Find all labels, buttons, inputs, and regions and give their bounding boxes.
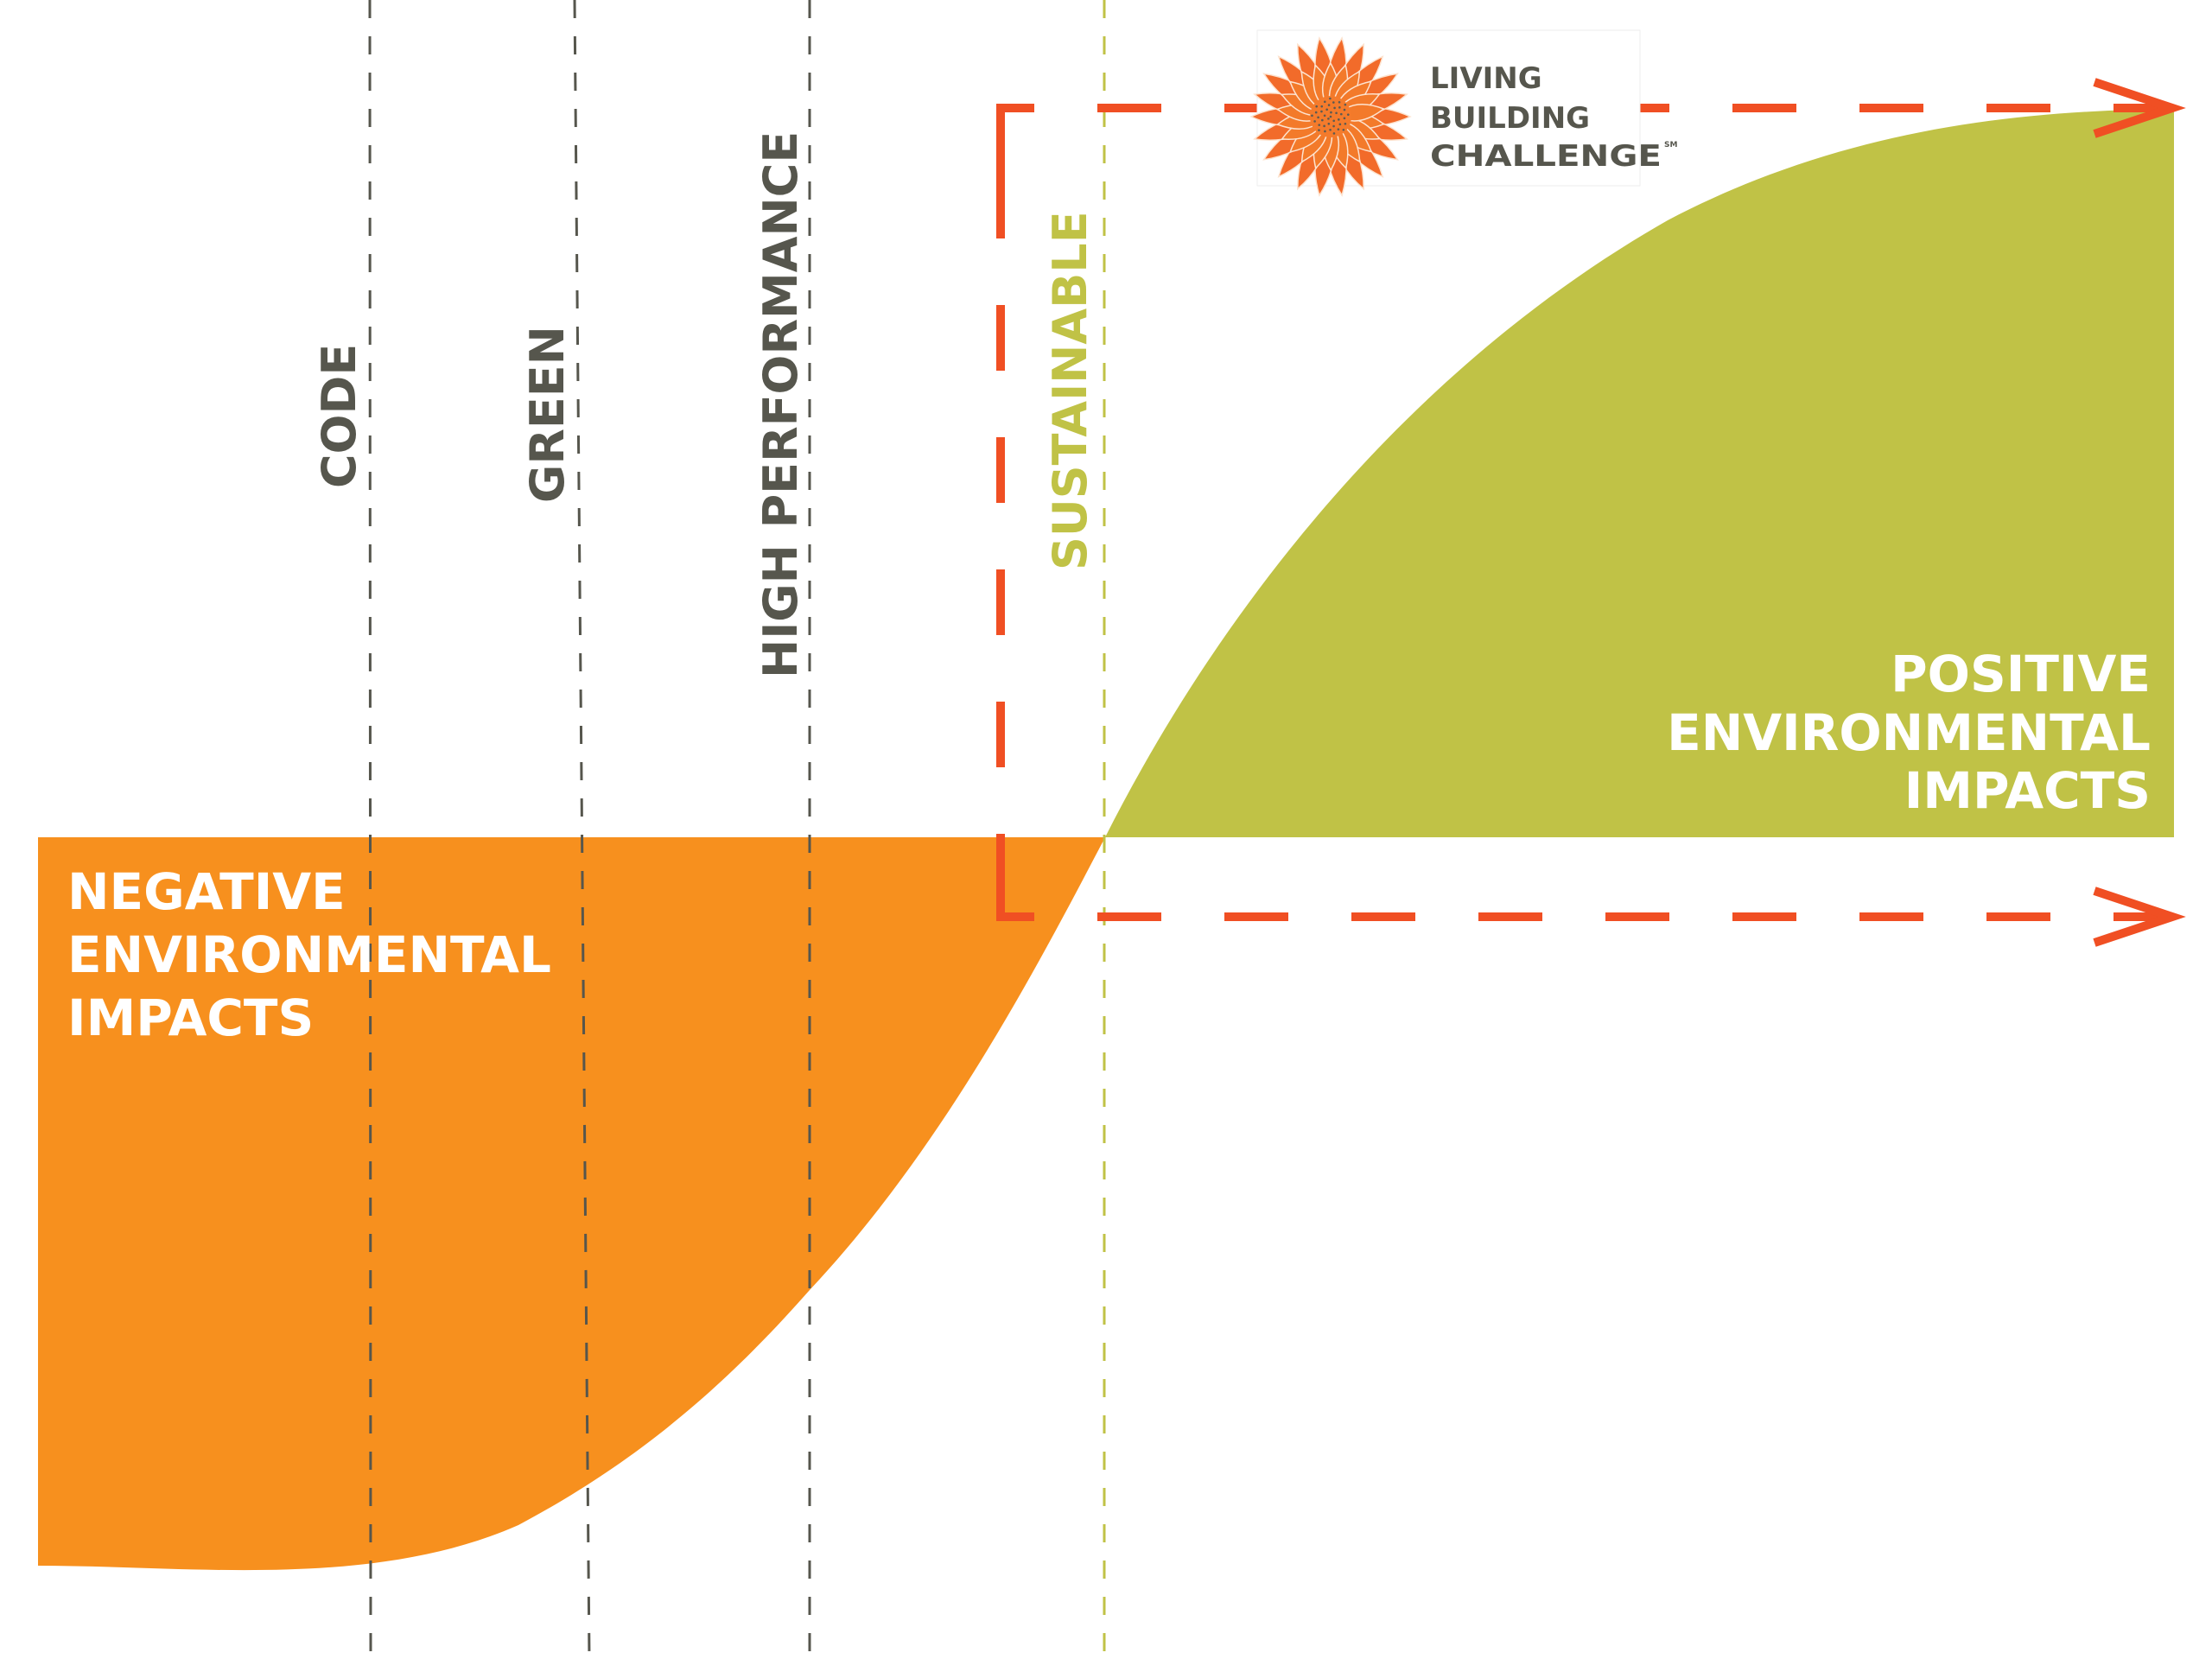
flower-seed [1327, 122, 1331, 125]
flower-seed [1323, 100, 1326, 104]
arrow-right-icon [2093, 78, 2186, 138]
negative-label-line-2: ENVIRONMENTAL [67, 925, 551, 984]
flower-seed [1332, 124, 1335, 128]
flower-seed [1327, 118, 1330, 120]
flower-seed [1335, 111, 1338, 115]
sustainable-label: SUSTAINABLE [1043, 211, 1097, 570]
flower-seed [1339, 112, 1343, 116]
flower-seed [1314, 111, 1318, 114]
positive-label-line-1: POSITIVE [1891, 645, 2151, 703]
flower-seed [1330, 111, 1332, 114]
logo-line-3: CHALLENGE [1430, 139, 1662, 174]
flower-seed [1315, 105, 1319, 108]
negative-label-line-1: NEGATIVE [67, 862, 346, 921]
flower-seed [1323, 114, 1326, 118]
arrow-right-icon [2093, 887, 2186, 947]
negative-impacts-label: NEGATIVE ENVIRONMENTAL IMPACTS [67, 862, 551, 1047]
flower-seed [1329, 115, 1332, 118]
green-label: GREEN [520, 326, 575, 503]
flower-seed [1343, 117, 1346, 120]
bracket-top-dashed-arrow-line [996, 104, 1034, 921]
logo-line-1: LIVING [1430, 61, 1542, 96]
negative-impacts-area [38, 837, 1105, 1571]
green-threshold-line [573, 0, 591, 1659]
flower-seed [1332, 132, 1336, 135]
high-performance-label: HIGH PERFORMANCE [753, 131, 808, 678]
flower-seed [1338, 123, 1342, 126]
flower-seed [1318, 124, 1321, 126]
positive-label-line-2: ENVIRONMENTAL [1667, 703, 2151, 762]
logo-service-mark: SM [1664, 141, 1677, 149]
positive-impacts-area [1105, 109, 2174, 837]
flower-petal [1344, 103, 1385, 122]
living-building-challenge-logo: LIVING BUILDING CHALLENGE SM [1249, 29, 1677, 197]
flower-seed [1346, 113, 1350, 116]
code-label: CODE [312, 344, 366, 488]
flower-seed [1329, 97, 1332, 100]
flower-seed [1344, 103, 1347, 106]
flower-seed [1344, 122, 1347, 125]
flower-seed [1318, 129, 1320, 131]
flower-seed [1338, 106, 1341, 109]
positive-impacts-label: POSITIVE ENVIRONMENTAL IMPACTS [1667, 645, 2151, 820]
flower-seed [1333, 106, 1336, 110]
flower-seed [1325, 108, 1328, 111]
flower-seed [1323, 124, 1325, 128]
flower-seed [1313, 120, 1316, 123]
negative-label-line-3: IMPACTS [67, 988, 314, 1047]
code-threshold-line [368, 0, 372, 1659]
flower-seed [1320, 110, 1323, 113]
flower-seed [1317, 116, 1319, 119]
flower-seed [1329, 128, 1332, 131]
flower-seed [1332, 101, 1335, 104]
flower-seed [1338, 118, 1340, 121]
flower-seed [1343, 108, 1346, 111]
flower-icon [1249, 36, 1412, 197]
flower-seed [1342, 128, 1345, 131]
flower-seed [1332, 119, 1336, 123]
flower-seed [1337, 128, 1340, 130]
flower-seed [1320, 105, 1324, 108]
logo-line-2: BUILDING [1430, 101, 1590, 136]
flower-seed [1327, 104, 1331, 106]
flower-seed [1311, 114, 1313, 118]
flower-seed [1338, 101, 1341, 104]
flower-seed [1321, 118, 1324, 122]
flower-seed [1324, 130, 1326, 133]
positive-label-line-3: IMPACTS [1904, 761, 2151, 820]
